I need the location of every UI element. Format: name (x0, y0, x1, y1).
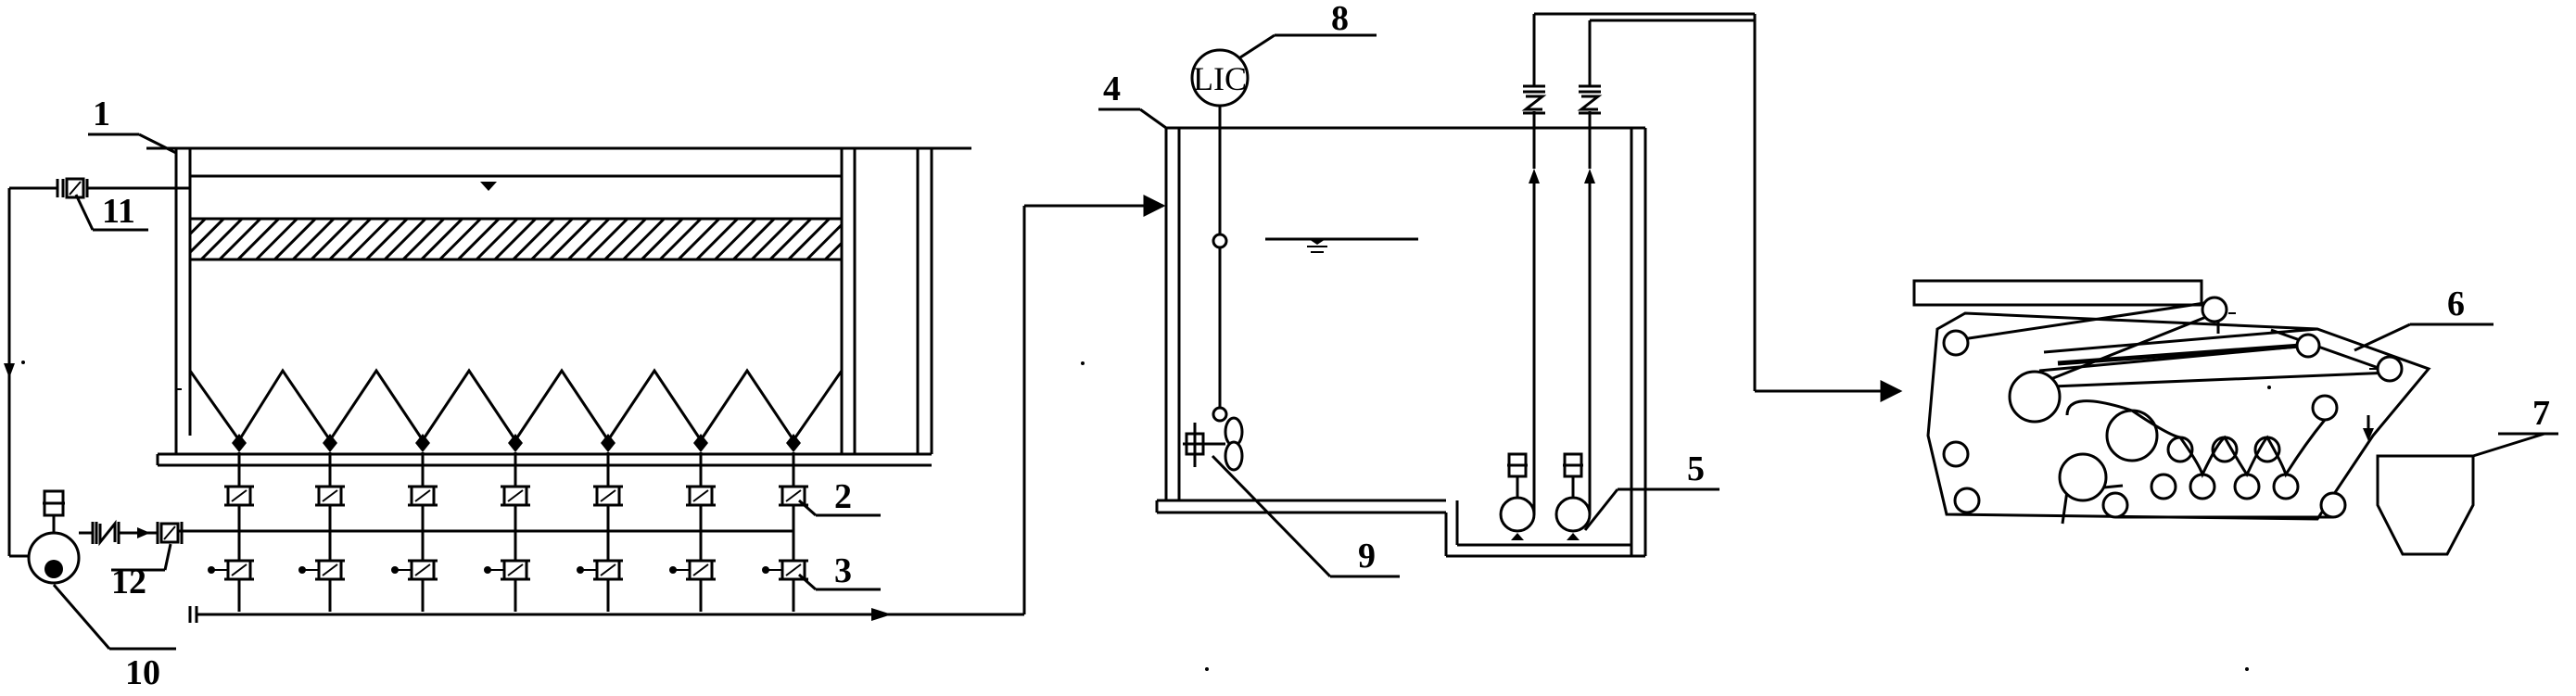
intermediate-tank: LIC (1155, 12, 1903, 558)
leader-lines (52, 33, 2558, 651)
label-12: 12 (111, 563, 146, 601)
water-level-mark (480, 182, 497, 191)
label-8: 8 (1331, 0, 1349, 38)
recycle-loop (4, 177, 190, 585)
cake-hopper (2376, 454, 2475, 556)
filter-media-layer (188, 217, 844, 261)
label-7: 7 (2532, 394, 2550, 433)
mixer-9 (1183, 416, 1244, 472)
label-1: 1 (93, 95, 110, 133)
label-3: 3 (834, 551, 852, 590)
belt-filter-press (1912, 279, 2431, 525)
valve-row-lower (208, 559, 808, 581)
transfer-pumps-5 (1499, 12, 1903, 540)
sludge-hoppers (188, 368, 844, 443)
label-10: 10 (125, 653, 160, 691)
lic-tag: LIC (1193, 60, 1247, 97)
label-2: 2 (834, 477, 852, 516)
level-controller-lic (1190, 48, 1250, 108)
label-9: 9 (1358, 537, 1376, 576)
label-5: 5 (1687, 449, 1705, 488)
sludge-discharge-line (188, 195, 1166, 623)
label-11: 11 (102, 192, 135, 231)
hopper-outlets (232, 434, 801, 452)
label-6: 6 (2447, 285, 2465, 323)
settling-tank (146, 146, 971, 467)
label-4: 4 (1103, 70, 1121, 108)
valve-row-upper (224, 485, 808, 507)
